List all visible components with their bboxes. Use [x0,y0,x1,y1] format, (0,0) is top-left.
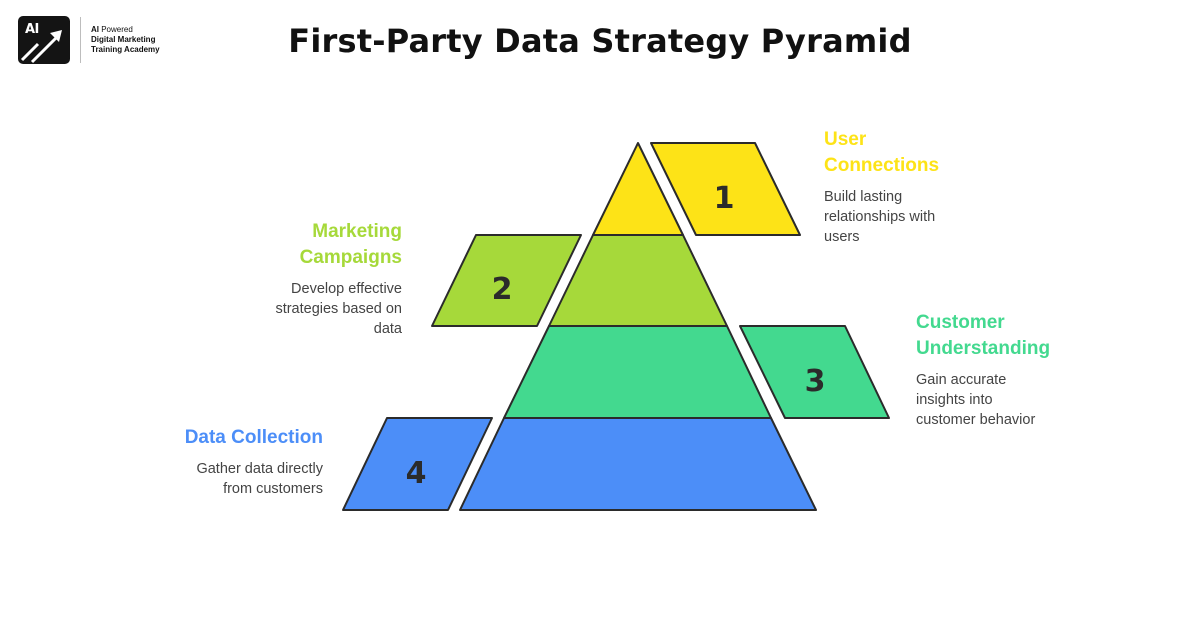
page-title: First-Party Data Strategy Pyramid [288,22,912,60]
level-1-description: Build lasting relationships with users [824,189,936,245]
logo-divider [80,17,81,63]
number-tile-4 [342,417,493,511]
number-tile-1 [650,142,801,236]
level-3-label: Customer Understanding Gain accurate ins… [916,310,1050,430]
pyramid-tier-4 [459,417,817,511]
level-3-description: Gain accurate insights into customer beh… [916,372,1036,428]
number-2: 2 [492,272,513,307]
level-4-label: Data Collection Gather data directly fro… [185,425,323,499]
logo-mark: AI [18,16,70,64]
academy-logo: AI AI Powered Digital Marketing Training… [18,16,160,64]
logo-line1-rest: Powered [99,25,133,34]
level-2-description: Develop effective strategies based on da… [275,281,402,337]
arrow-up-right-icon [20,30,62,64]
level-3-heading: Customer Understanding [916,312,1051,359]
logo-line3: Training Academy [91,45,160,54]
pyramid-tier-3 [503,325,772,419]
level-4-description: Gather data directly from customers [196,461,323,497]
level-1-label: User Connections Build lasting relations… [824,127,939,247]
number-4: 4 [406,456,427,491]
logo-line1-bold: AI [91,25,99,34]
number-tile-2 [431,234,582,327]
level-2-heading: Marketing Campaigns [299,221,402,268]
logo-text: AI Powered Digital Marketing Training Ac… [91,25,160,55]
level-2-label: Marketing Campaigns Develop effective st… [275,219,402,339]
number-3: 3 [805,364,826,399]
number-tile-3 [739,325,890,419]
number-1: 1 [714,181,735,216]
pyramid-tier-2 [548,234,728,327]
level-4-heading: Data Collection [184,427,323,448]
logo-line2: Digital Marketing [91,35,156,44]
logo-mark-text: AI [25,22,39,37]
level-1-heading: User Connections [824,129,940,176]
